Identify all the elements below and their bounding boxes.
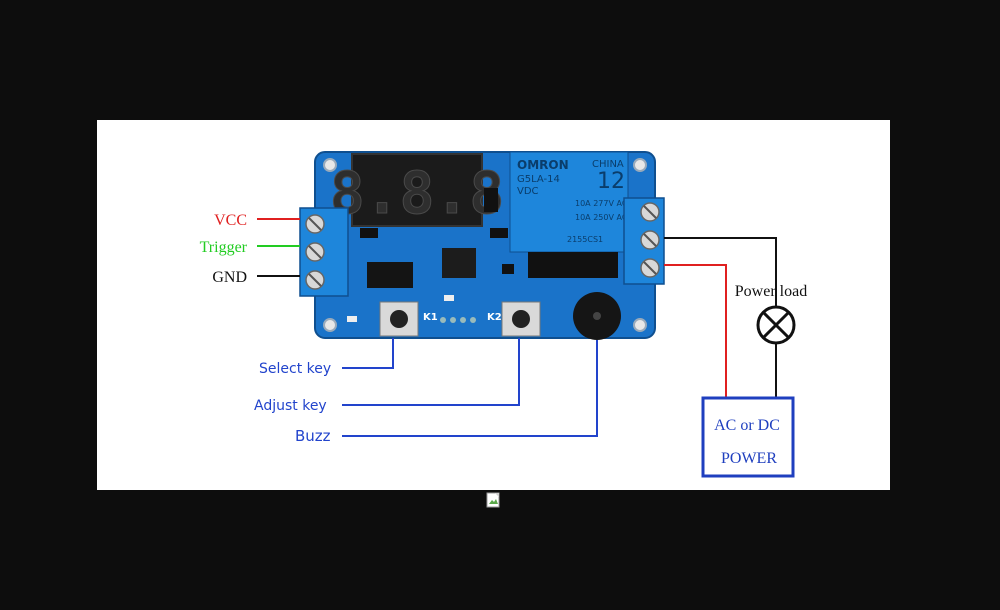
power-box-line1: AC or DC [714,417,780,434]
vcc-label: VCC [214,212,247,229]
adjust-key-label: Adjust key [254,398,327,414]
relay-voltage: 12 [597,169,625,194]
select-key-label: Select key [259,361,331,377]
broken-image-icon [486,492,500,508]
relay-model: G5LA-14 [517,174,560,185]
relay-module-diagram: 8.8.8 OMRON CHINA G5LA-14 12 VDC 10A 277… [200,151,807,478]
load-wire-black [664,237,777,308]
select-key-button: K1 [379,301,438,337]
relay-rating-1: 10A 277V AC [575,199,628,208]
k2-label: K2 [487,312,502,323]
relay-code: 2155CS1 [567,235,603,244]
gnd-label: GND [212,269,247,286]
relay-origin: CHINA [592,159,624,170]
buzzer [573,292,621,340]
power-wire-red [664,264,727,398]
adjust-key-line [342,338,520,406]
buzz-line [342,340,598,437]
smd-components [347,188,541,322]
lamp-icon [756,305,796,345]
power-box-line2: POWER [721,450,777,467]
adjust-key-button: K2 [487,301,541,337]
relay-rating-2: 10A 250V AC [575,213,628,222]
power-source-box: AC or DC POWER [701,396,795,478]
k1-label: K1 [423,312,438,323]
relay: OMRON CHINA G5LA-14 12 VDC 10A 277V AC 1… [509,151,629,278]
input-terminal-block [299,207,349,297]
select-key-line [342,338,394,369]
diagram-panel: 8.8.8 OMRON CHINA G5LA-14 12 VDC 10A 277… [97,120,890,490]
trigger-label: Trigger [200,239,248,256]
output-terminal-block [623,197,665,285]
pads [440,317,476,323]
relay-vdc: VDC [517,186,539,197]
seven-segment-display: 8.8.8 [329,153,505,228]
display-digits: 8.8.8 [330,159,505,227]
power-load-label: Power load [735,283,807,300]
buzz-label: Buzz [295,427,331,445]
relay-brand: OMRON [517,158,569,172]
